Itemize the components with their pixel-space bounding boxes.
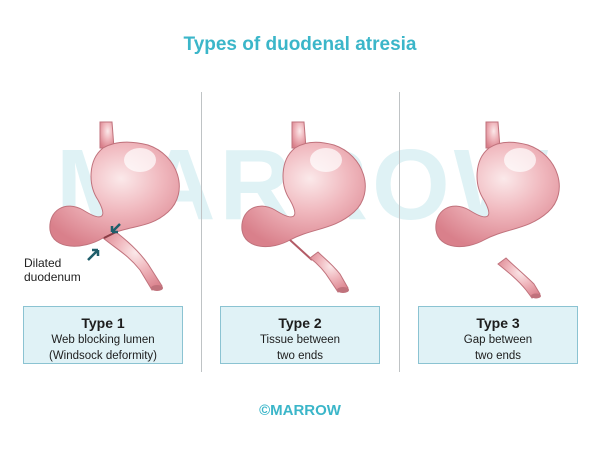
diagram-title: Types of duodenal atresia	[183, 34, 417, 55]
type-1-desc-line-2: (Windsock deformity)	[49, 350, 157, 362]
stomach-illustration-type-2	[212, 100, 402, 300]
callout-line-1: Dilated	[24, 256, 62, 270]
arrow-pointer-upper	[110, 223, 121, 234]
divider-left	[201, 92, 202, 372]
arrow-pointer-lower	[87, 248, 100, 261]
type-1-box: Type 1 Web blocking lumen (Windsock defo…	[23, 306, 183, 364]
type-3-title: Type 3	[476, 315, 520, 331]
dilated-duodenum-label: Dilated duodenum	[24, 256, 81, 284]
type-2-desc-line-2: two ends	[276, 350, 324, 362]
type-3-desc-line-1: Gap between	[463, 334, 533, 346]
marrow-logo: ©MARROW	[259, 402, 341, 419]
type-3-box: Type 3 Gap between two ends	[418, 306, 578, 364]
callout-line-2: duodenum	[24, 270, 81, 284]
type-1-desc-line-1: Web blocking lumen	[51, 334, 155, 346]
type-3-desc-line-2: two ends	[474, 350, 522, 362]
stomach-illustration-type-3	[410, 100, 600, 300]
divider-right	[399, 92, 400, 372]
stomach-illustration-type-1	[28, 100, 218, 300]
type-2-title: Type 2	[278, 315, 322, 331]
type-2-box: Type 2 Tissue between two ends	[220, 306, 380, 364]
type-1-title: Type 1	[81, 315, 125, 331]
type-2-desc-line-1: Tissue between	[259, 334, 341, 346]
